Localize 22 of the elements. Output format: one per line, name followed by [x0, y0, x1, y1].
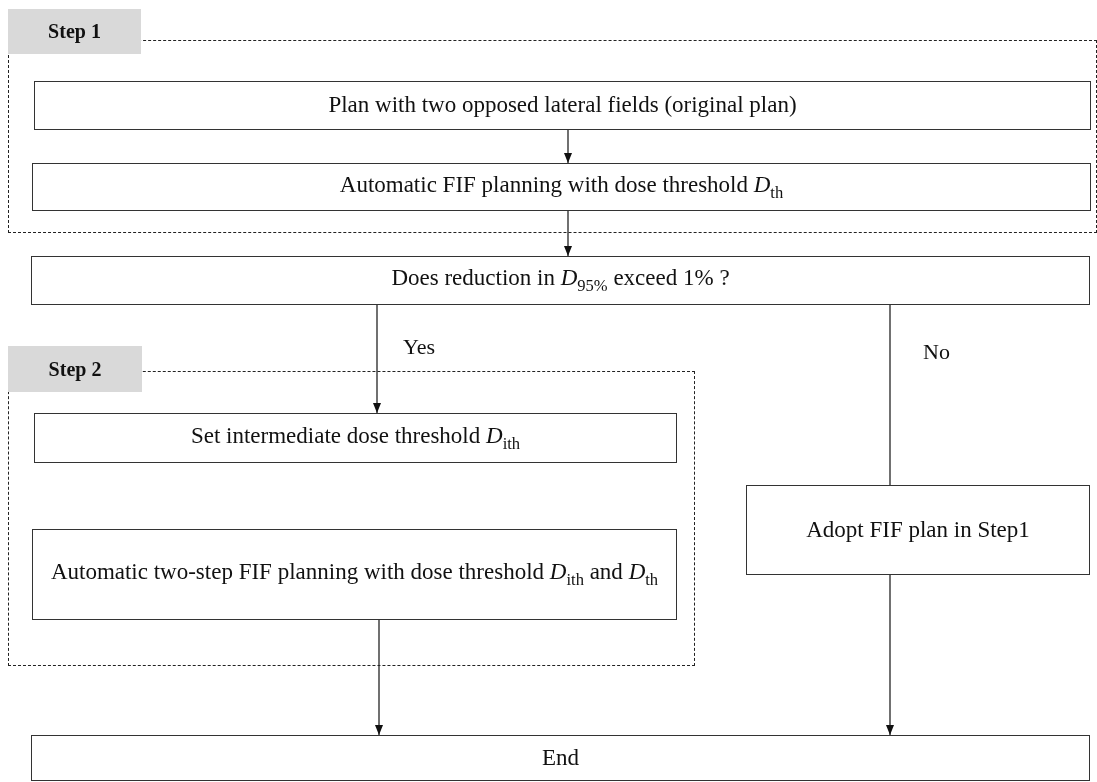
process-box: [34, 413, 677, 463]
box-text: Automatic FIF planning with dose threshold D$_{th}$: [338, 170, 785, 204]
process-box: [32, 529, 677, 620]
process-box: [34, 81, 1091, 130]
box-text: Automatic two-step FIF planning with dose threshold D$_{ith}$ and D$_{th}$: [49, 558, 660, 591]
box-text: Adopt FIF plan in Step1: [805, 515, 1031, 544]
process-box: [32, 163, 1091, 211]
step-heading: Step 2: [8, 346, 142, 392]
connector-line: [889, 304, 891, 486]
box-text: Plan with two opposed lateral fields (original plan): [327, 91, 798, 120]
box-text: End: [540, 743, 581, 772]
arrow: [373, 304, 381, 414]
step-heading: Step 1: [8, 9, 141, 54]
process-box: [746, 485, 1090, 575]
arrow: [564, 129, 572, 164]
process-box: [31, 256, 1090, 305]
arrow: [886, 574, 894, 736]
box-text: Does reduction in D$_{95%}$ exceed 1% ?: [390, 264, 731, 297]
arrow: [375, 619, 383, 736]
box-text: Set intermediate dose threshold D$_{ith}$: [189, 421, 522, 455]
process-box: [31, 735, 1090, 781]
arrow: [564, 210, 572, 257]
